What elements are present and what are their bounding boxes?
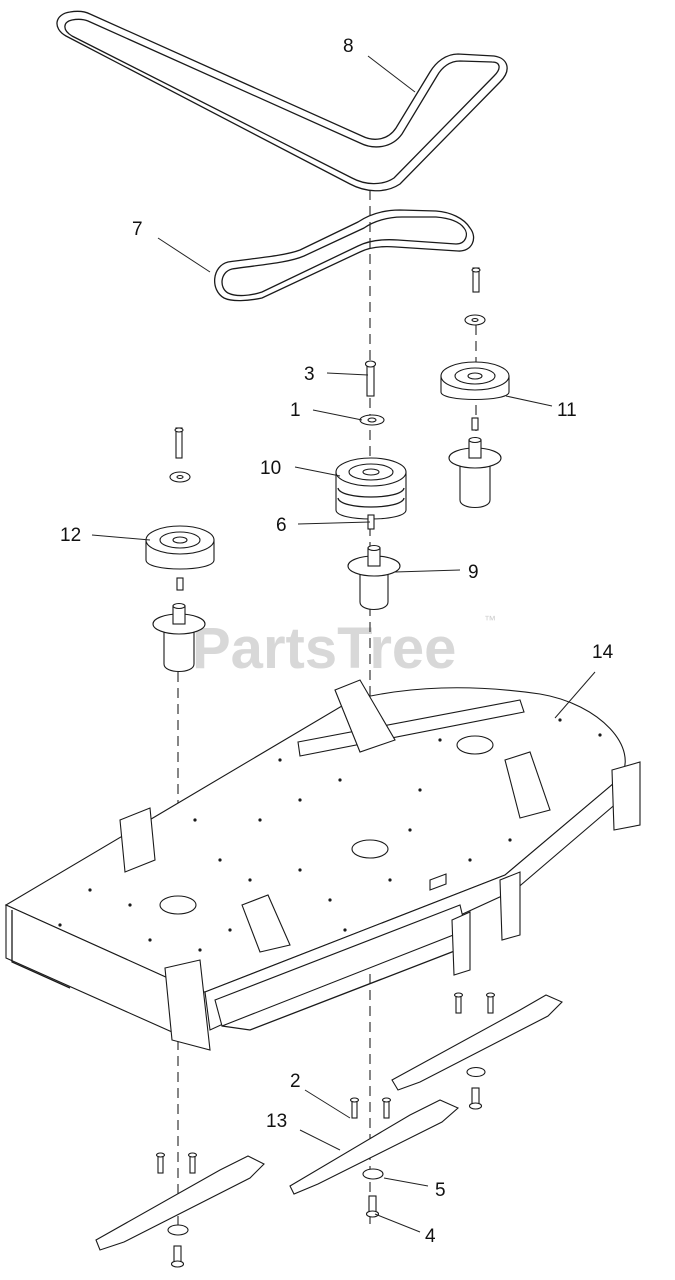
belt-8 [56,10,508,192]
callout-2: 2 [290,1071,301,1092]
watermark-trademark: ™ [484,613,496,627]
callout-4: 4 [425,1226,436,1247]
callout-11: 11 [557,400,577,421]
center-spindle-stack [335,360,407,611]
belt-7 [214,209,475,302]
callout-9: 9 [468,562,479,583]
callout-7: 7 [132,219,143,240]
callout-12: 12 [60,525,81,546]
blades-and-hardware [95,992,563,1268]
leader-lines [91,55,596,1233]
callout-13: 13 [266,1111,287,1132]
callout-14: 14 [592,642,614,663]
callout-5: 5 [435,1180,446,1201]
callout-1: 1 [290,400,301,421]
left-spindle-stack [145,427,215,673]
right-spindle-stack [440,267,510,509]
watermark-text: PartsTree [192,616,456,681]
mower-deck [4,679,641,1051]
callout-10: 10 [260,458,281,479]
callouts: 8 7 3 1 11 10 6 12 9 14 2 13 5 4 [60,36,614,1247]
callout-3: 3 [304,364,315,385]
callout-8: 8 [343,36,354,57]
callout-6: 6 [276,515,287,536]
